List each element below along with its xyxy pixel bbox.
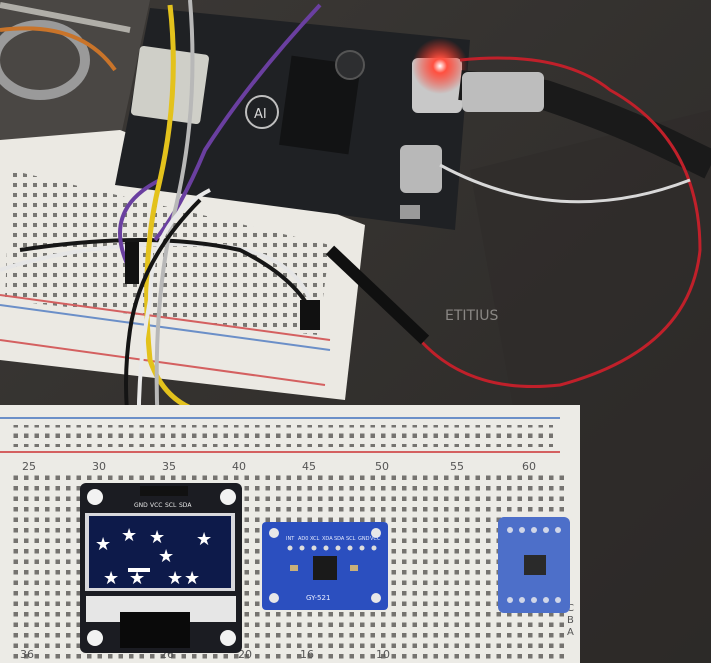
oled-pin-label: GND (134, 502, 148, 509)
star-icon: ★ (121, 525, 137, 546)
pin-header-a (125, 242, 139, 284)
imu-chip (313, 556, 337, 580)
col-num: 60 (522, 460, 536, 473)
imu-pin-label: AD0 (298, 536, 308, 542)
star-icon: ★ (167, 568, 183, 589)
row-letter: C (567, 603, 574, 614)
purple-wire-a (118, 178, 161, 271)
tool-blade (0, 2, 131, 33)
star-icon: ★ (184, 568, 200, 589)
row-letter: A (567, 627, 574, 638)
oled-pin-label: VCC (150, 502, 162, 509)
imu-pin-label: GND (358, 536, 370, 542)
star-icon: ★ (95, 534, 111, 555)
bottom-num: 36 (20, 648, 34, 661)
bottom-num: 20 (238, 648, 252, 661)
oled-screen (89, 516, 231, 588)
col-num: 30 (92, 460, 106, 473)
imu-module: INT AD0 XCL XDA SDA SCL GND VCC GY-521 (262, 522, 388, 610)
col-num: 55 (450, 460, 464, 473)
imu-pin-label: XDA (322, 536, 333, 542)
imu-pin-label: SCL (346, 536, 356, 542)
star-icon: ★ (129, 568, 145, 589)
star-icon: ★ (158, 546, 174, 567)
bottom-num: 16 (300, 648, 314, 661)
imu-pin-label: SDA (334, 536, 345, 542)
orange-wire (0, 26, 117, 72)
usb-c-port-lower (400, 145, 442, 193)
row-letters: A B C (567, 603, 574, 638)
gray-wire (154, 0, 195, 461)
col-num: 50 (375, 460, 389, 473)
star-icon: ★ (196, 529, 212, 550)
star-icon: ★ (149, 527, 165, 548)
board-logo-text: AI (254, 107, 267, 122)
pin-header-b (300, 300, 320, 330)
mat-fold (470, 110, 711, 663)
imu-pin-label: XCL (310, 536, 320, 542)
star-icon: ★ (103, 568, 119, 589)
row-letter: B (567, 615, 574, 626)
scissors-handle (0, 20, 90, 100)
jumper-connector-black (325, 245, 430, 345)
imu-pin-label: VCC (370, 536, 381, 542)
col-num: 35 (162, 460, 176, 473)
imu-pin-label: INT (286, 536, 295, 542)
oled-module: GND VCC SCL SDA ★ ★ ★ ★ ★ ★ ★ ★ ★ (80, 483, 242, 653)
bottom-num: 10 (376, 648, 390, 661)
oled-pin-label: SCL (165, 502, 177, 509)
oled-stars: ★ ★ ★ ★ ★ ★ ★ ★ ★ (95, 525, 212, 589)
power-led (412, 38, 468, 94)
col-num: 25 (22, 460, 36, 473)
small-sensor-module (498, 517, 570, 613)
white-wire-right (439, 163, 691, 204)
mat-brand-text: ETITIUS (445, 308, 498, 324)
col-num: 40 (232, 460, 246, 473)
esp32-board: AI (115, 8, 470, 230)
imu-model-label: GY-521 (306, 594, 330, 602)
col-num: 45 (302, 460, 316, 473)
oled-pin-label: SDA (179, 502, 192, 509)
usb-plug (462, 72, 544, 112)
black-wire-a (19, 238, 317, 321)
red-wire (418, 56, 702, 389)
lower-column-numbers: 25 30 35 40 45 50 55 60 (22, 460, 536, 473)
